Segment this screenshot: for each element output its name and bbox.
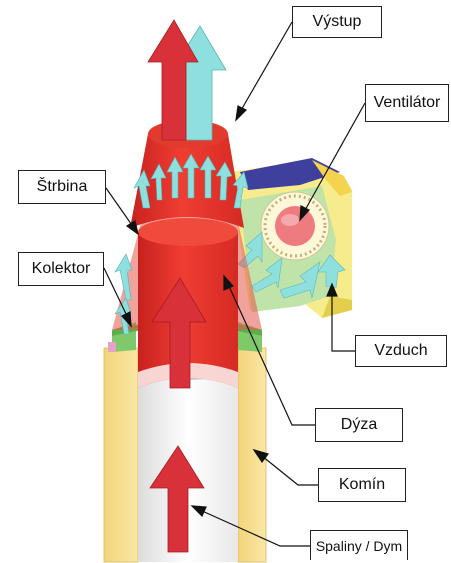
label-spaliny: Spaliny / Dym (310, 530, 408, 560)
label-dyza: Dýza (315, 408, 403, 442)
label-kolektor: Kolektor (18, 252, 104, 286)
label-vystup: Výstup (292, 6, 382, 38)
label-vzduch: Vzduch (355, 335, 447, 367)
exit-arrows (148, 20, 226, 140)
fan-rotor (261, 192, 329, 260)
label-ventilator: Ventilátor (365, 84, 449, 122)
label-strbina: Štrbina (18, 170, 106, 204)
label-komin: Komín (318, 468, 406, 502)
